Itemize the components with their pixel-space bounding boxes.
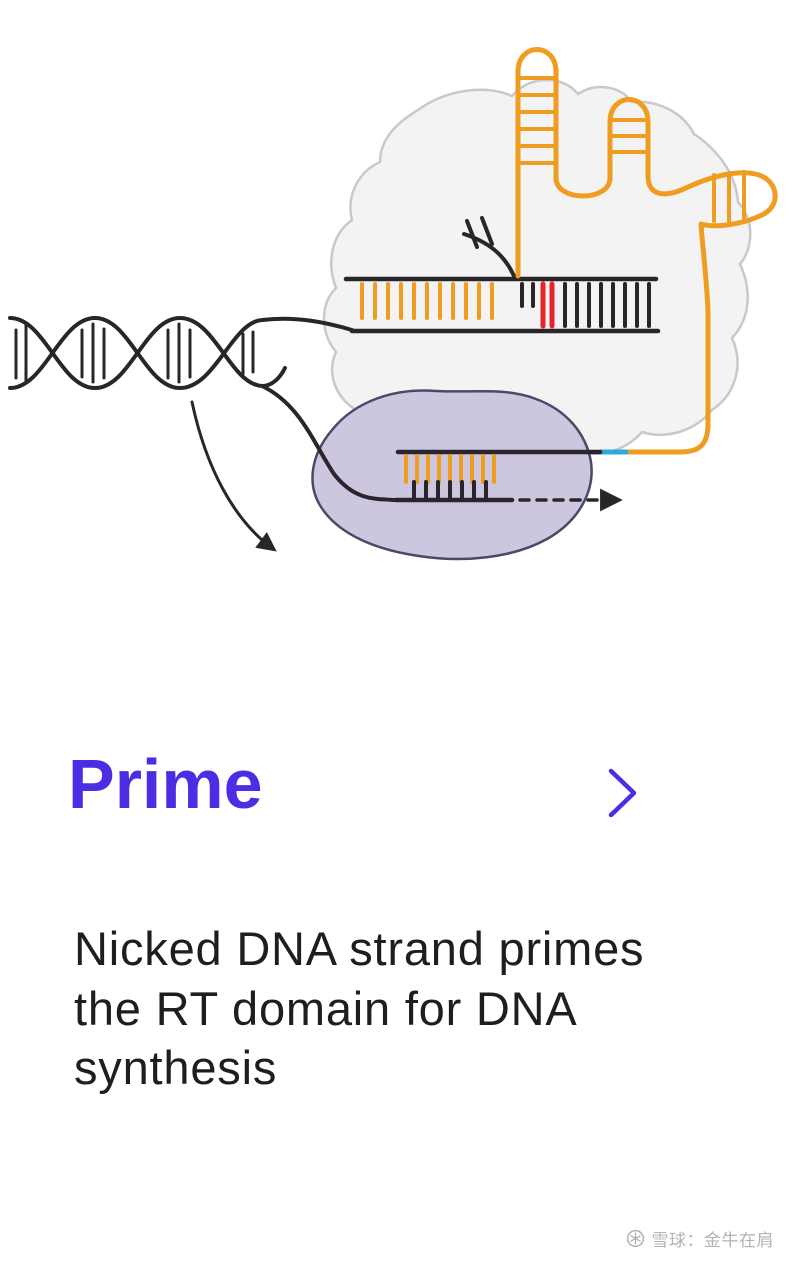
rna-hairpin-rungs <box>518 76 746 223</box>
target-dna-duplex <box>343 276 661 334</box>
watermark-text: 雪球：金牛在肩 <box>651 1231 774 1250</box>
nick-site-red-marks <box>540 281 555 329</box>
step-description: Nicked DNA strand primes the RT domain f… <box>74 922 645 1095</box>
primer-synthesis-strand <box>393 449 623 512</box>
dna-basepairs <box>563 282 651 328</box>
rna-dna-basepairs <box>360 282 494 320</box>
curved-direction-arrow <box>190 400 277 552</box>
molecular-diagram <box>8 47 778 561</box>
chevron-right-icon[interactable] <box>604 766 642 825</box>
step-title: Prime <box>68 745 263 823</box>
dna-basepairs-short <box>520 282 535 308</box>
nicked-strand-loop <box>260 384 398 502</box>
nick-flap <box>462 216 516 278</box>
genomic-dna-helix <box>8 316 398 502</box>
rna-scaffold <box>515 47 778 455</box>
rna-template-rungs <box>404 454 496 484</box>
helix-basepairs <box>14 322 255 384</box>
snowball-logo-icon <box>626 1229 645 1248</box>
rt-domain <box>311 389 593 561</box>
new-dna-rungs <box>412 480 488 502</box>
watermark: 雪球：金牛在肩 <box>626 1226 775 1251</box>
